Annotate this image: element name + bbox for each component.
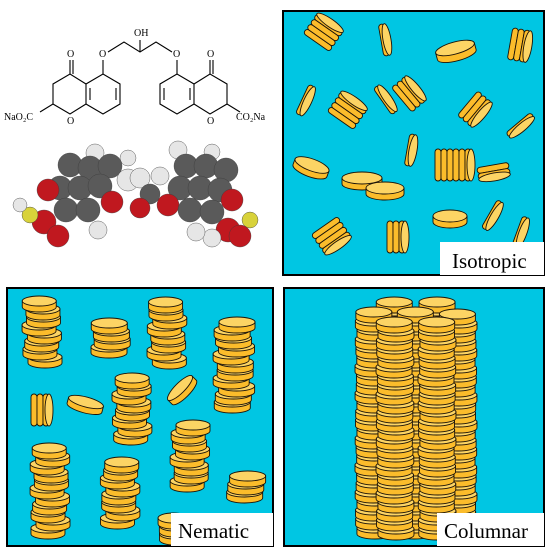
left-carboxyl-bond	[39, 103, 54, 113]
columnar-label-box	[437, 513, 544, 546]
space-filling-model	[12, 140, 259, 248]
disc	[432, 209, 468, 229]
disc-stack	[30, 393, 54, 427]
atom	[46, 224, 70, 248]
disc	[66, 394, 104, 415]
disc-stack	[512, 216, 530, 249]
atom	[53, 197, 79, 223]
atom	[97, 153, 123, 179]
ether-left-label: O	[99, 49, 106, 60]
disc-stack	[378, 23, 393, 57]
atom	[150, 166, 170, 186]
atom	[202, 228, 222, 248]
disc-stack	[392, 75, 427, 112]
nematic-label-box	[171, 513, 273, 546]
columnar-discs	[354, 296, 478, 541]
disc-stack	[374, 84, 398, 115]
keto-left-label: O	[67, 49, 74, 60]
atom	[193, 153, 219, 179]
atom	[88, 220, 108, 240]
atom	[228, 224, 252, 248]
disc-stack	[386, 220, 410, 254]
disc-stack	[482, 200, 504, 231]
disc	[175, 419, 211, 437]
atom	[139, 183, 161, 205]
isotropic-label-box	[440, 242, 544, 275]
molecule-structure	[39, 40, 241, 115]
left-pyrone-ring	[52, 73, 87, 115]
disc	[218, 316, 256, 334]
disc	[375, 316, 413, 334]
keto-right-label: O	[207, 49, 214, 60]
disc-stack	[434, 148, 476, 182]
disc-stack	[507, 27, 534, 63]
disc	[167, 375, 198, 406]
disc	[292, 156, 330, 180]
ring-o-left-label: O	[67, 116, 74, 127]
nematic-panel: Nematic	[6, 287, 274, 547]
disc	[148, 296, 184, 314]
isotropic-discs	[292, 12, 535, 256]
left-benzo-ring	[85, 73, 121, 115]
disc	[90, 317, 128, 335]
atom	[177, 197, 203, 223]
atom	[241, 211, 259, 229]
disc-stack	[296, 84, 316, 117]
columnar-label: Columnar	[444, 519, 528, 543]
ether-right-label: O	[173, 49, 180, 60]
atom	[75, 197, 101, 223]
atom	[129, 167, 151, 189]
disc-stack	[404, 133, 419, 167]
disc	[114, 372, 150, 390]
atom	[100, 190, 124, 214]
disc	[435, 39, 477, 63]
columnar-panel: Columnar	[283, 287, 545, 547]
carboxylate-left-label: NaO₂C	[4, 112, 33, 123]
nematic-label: Nematic	[178, 519, 249, 543]
disc	[31, 442, 67, 460]
disc	[21, 295, 57, 313]
nematic-discs	[21, 295, 267, 546]
atom	[186, 222, 206, 242]
carboxylate-right-label: CO₂Na	[236, 112, 266, 123]
ring-o-right-label: O	[207, 116, 214, 127]
right-pyrone-ring	[193, 73, 228, 115]
atom	[12, 197, 28, 213]
hydroxyl-label: OH	[134, 28, 148, 39]
disc-stack	[506, 113, 535, 139]
disc-stack	[311, 217, 352, 256]
disc-stack	[303, 12, 344, 51]
atom	[156, 193, 180, 217]
isotropic-label: Isotropic	[452, 249, 527, 273]
isotropic-panel: Isotropic	[282, 10, 545, 276]
atom	[36, 178, 60, 202]
atom	[119, 149, 137, 167]
atom	[21, 206, 39, 224]
atom	[220, 188, 244, 212]
disc	[229, 470, 267, 488]
atom	[129, 197, 151, 219]
disc-stack	[476, 162, 511, 183]
disc-stack	[327, 90, 368, 129]
atom	[199, 199, 225, 225]
disc	[104, 456, 140, 474]
disc	[365, 181, 405, 201]
disc	[418, 316, 456, 334]
right-benzo-ring	[159, 73, 195, 115]
atom	[87, 173, 113, 199]
disc-stack	[458, 91, 493, 128]
